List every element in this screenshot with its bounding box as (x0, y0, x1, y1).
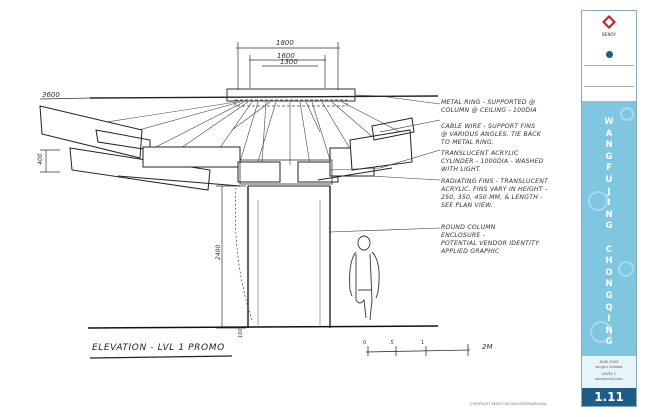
drawing-title: ELEVATION - LVL 1 PROMO (92, 343, 225, 353)
decor-swirl (618, 261, 634, 277)
floor-line (87, 325, 439, 329)
note-radiating-fins: RADIATING FINS - TRANSLUCENT ACRYLIC. FI… (441, 178, 548, 210)
scale-tick-0: 0 (363, 340, 367, 346)
scale-ticks: 0 .5 1 (363, 340, 443, 348)
dim-base: 100 (238, 328, 244, 338)
scale-tick-1: 1 (421, 340, 425, 346)
ceiling-level-leader (39, 97, 93, 100)
scale-label: 2M (482, 343, 493, 351)
project-name-letter: G (605, 151, 613, 162)
note-acrylic-cylinder: TRANSLUCENT ACRYLIC CYLINDER - 1000DIA -… (441, 150, 544, 174)
project-name-letter: J (607, 186, 611, 197)
firm-circle-icon (606, 51, 613, 58)
level: LEVEL 1 (601, 372, 617, 376)
dim-ceiling-level: 3600 (42, 91, 60, 99)
column-enclosure (235, 185, 331, 328)
red-diamond-logo-icon (602, 15, 616, 29)
note-line: POTENTIAL VENDOR IDENTITY (441, 240, 540, 247)
sheet-number: 1.11 (582, 388, 636, 406)
project-name-letter: N (605, 279, 613, 290)
note-line: COLUMN @ CEILING - 100DIA (441, 107, 537, 114)
ring-plate (234, 99, 348, 107)
drawing-name: PROMOTION AREA (595, 377, 623, 381)
title-underline (89, 355, 233, 359)
note-line: RADIATING FINS - TRANSLUCENT (441, 178, 549, 185)
note-line: WITH LIGHT. (441, 166, 482, 173)
project-name-letter: G (605, 290, 613, 301)
note-line: ENCLOSURE - (441, 232, 486, 239)
project-name-letter: N (605, 325, 613, 336)
project-number: PROJECT NUMBER (595, 365, 623, 369)
project-name-letter: I (607, 198, 611, 209)
project-name-letter: G (605, 337, 613, 348)
note-line: APPLIED GRAPHIC (441, 248, 500, 255)
dim-overall-width: 1800 (276, 39, 294, 47)
project-name-letter: Q (605, 302, 613, 313)
scale-bar (365, 344, 471, 356)
dim-fin-drop: 400 (37, 153, 44, 165)
note-cable-wire: CABLE WIRE - SUPPORT FINS @ VARIOUS ANGL… (441, 123, 541, 147)
column-height-dimension (216, 185, 246, 329)
dim-column-height: 2400 (215, 245, 222, 260)
note-line: 250, 350, 450 MM, & LENGTH - (441, 194, 543, 201)
project-name-letter: H (605, 256, 613, 267)
copyright: COPYRIGHT BENOY DESIGN INTERNATIONAL (470, 402, 548, 406)
firm-name: BENOY (602, 32, 616, 37)
metal-ring (226, 88, 356, 102)
note-line: CABLE WIRE - SUPPORT FINS (441, 123, 536, 130)
note-line: METAL RING - SUPPORTED @ (441, 99, 536, 106)
note-line: @ VARIOUS ANGLES. TIE BACK (441, 131, 542, 138)
fin-center-left (237, 161, 281, 183)
note-line: TO METAL RING. (441, 139, 495, 146)
note-leaders (329, 94, 441, 233)
dim-inner-width: 1600 (277, 52, 295, 60)
project-name-letter: U (605, 174, 613, 185)
fin-right-back (371, 117, 415, 141)
firm-lines (584, 65, 634, 87)
project-name-letter: O (605, 267, 613, 278)
note-line: ACRYLIC. FINS VARY IN HEIGHT - (441, 186, 548, 193)
ceiling-line (89, 95, 439, 99)
project-name-letter: G (605, 221, 613, 232)
note-line: TRANSLUCENT ACRYLIC (441, 150, 519, 157)
project-name-letter (582, 233, 636, 245)
note-line: CYLINDER - 1000DIA - WASHED (441, 158, 544, 165)
fin-right-far (349, 129, 413, 171)
issue-date: JUNE 2003 (599, 360, 619, 364)
dim-ring-width: 1300 (280, 58, 298, 66)
fin-left-near (142, 146, 241, 168)
note-column-enclosure: ROUND COLUMN ENCLOSURE - POTENTIAL VENDO… (441, 224, 539, 256)
human-figure (349, 235, 380, 321)
project-name-letter: A (605, 128, 613, 139)
decor-swirl (590, 321, 612, 343)
decor-swirl (620, 107, 634, 121)
radiating-fins (39, 105, 415, 191)
project-name-letter: F (606, 163, 612, 174)
note-line: SEE PLAN VIEW. (441, 202, 494, 209)
note-metal-ring: METAL RING - SUPPORTED @ COLUMN @ CEILIN… (441, 99, 537, 115)
scale-tick-half: .5 (389, 340, 394, 346)
decor-swirl (588, 191, 608, 211)
acrylic-cylinder (239, 159, 333, 185)
top-dimensions (236, 42, 340, 90)
project-name-letter: W (604, 117, 614, 127)
fin-drop-dimension (40, 149, 60, 173)
project-name-letter: C (605, 244, 613, 255)
note-line: ROUND COLUMN (441, 224, 496, 231)
project-name-letter: N (605, 209, 613, 220)
title-block-footer: JUNE 2003 PROJECT NUMBER LEVEL 1 PROMOTI… (582, 356, 636, 406)
project-name-letter: N (605, 140, 613, 151)
title-block-header: BENOY (582, 11, 636, 101)
project-name-letter: I (607, 314, 611, 325)
